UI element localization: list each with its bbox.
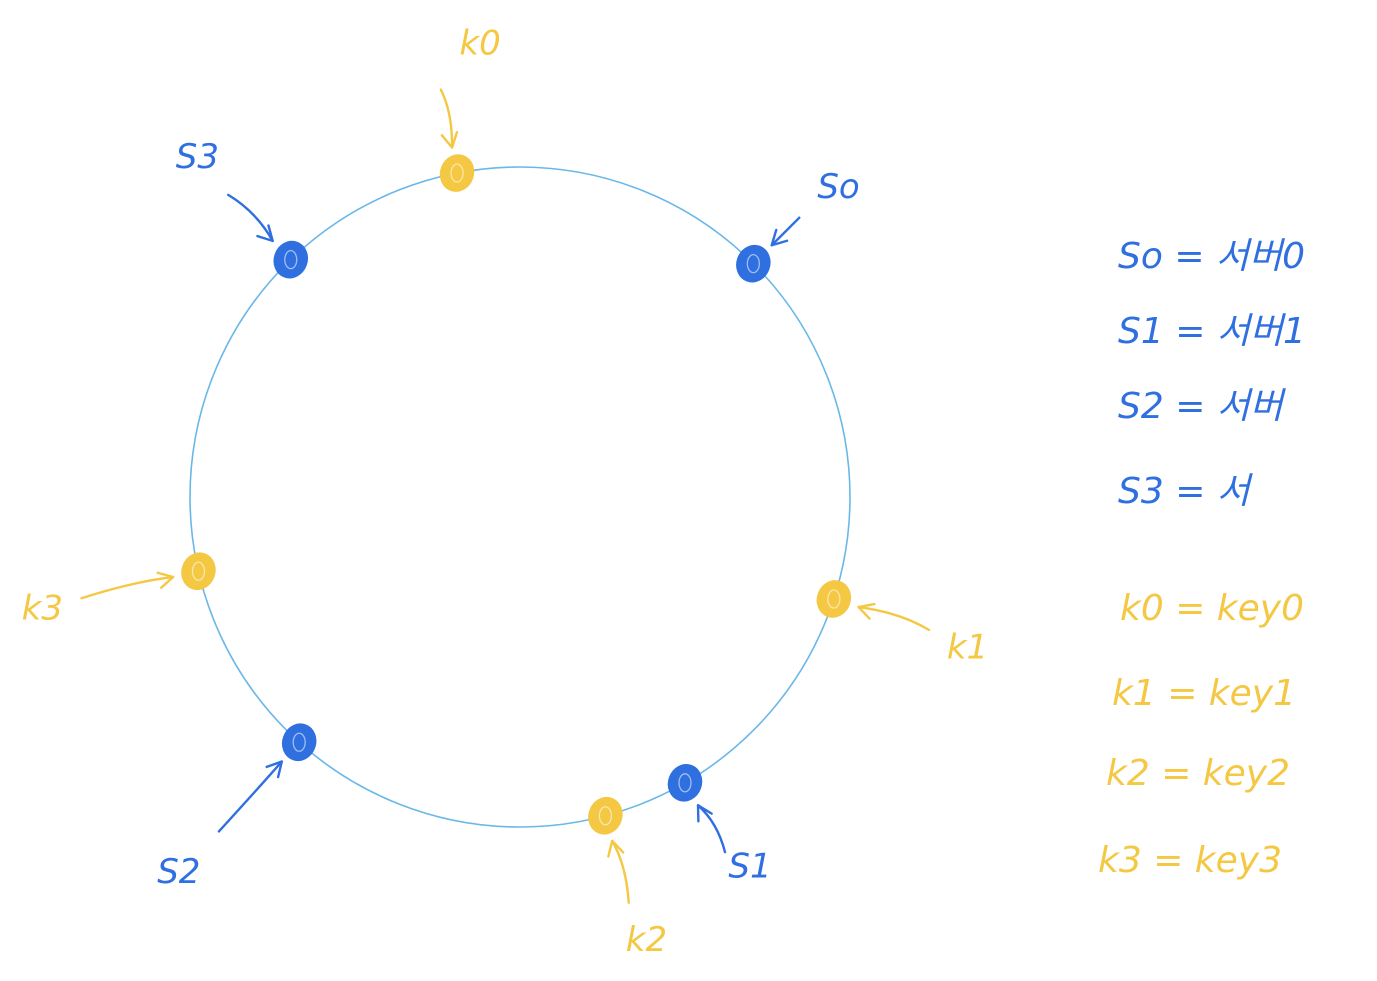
k0-marker-scribble [450,163,464,183]
s0-marker-scribble [746,254,760,274]
s3-label: S3 [176,137,219,177]
k3-marker [181,552,216,591]
legend-key-3: k3 = key3 [1098,840,1282,881]
k2-marker [588,796,623,835]
k2-label: k2 [626,920,667,960]
s3-marker [273,240,309,279]
legend-key-2: k2 = key2 [1106,753,1290,794]
legend-key-0: k0 = key0 [1120,588,1304,629]
s2-arrow-head [265,760,283,779]
s2-marker [281,723,317,762]
s3-arrow-line [227,193,274,243]
k0-arrow-head [440,131,459,149]
s0-arrow-head [770,228,789,247]
k3-label: k3 [22,588,63,628]
k0-marker [439,154,475,192]
s2-label: S2 [157,852,200,892]
k1-label: k1 [947,628,988,668]
k2-marker-scribble [598,806,613,826]
k1-marker-scribble [827,589,841,609]
s1-arrow-head [696,804,713,823]
k2-arrow-line [610,839,630,904]
s2-arrow-line [217,760,283,833]
legend-key-1: k1 = key1 [1112,673,1296,714]
s3-marker-scribble [284,249,298,270]
k0-arrow-line [439,88,454,149]
k1-arrow-head [857,602,876,620]
k2-arrow-head [607,839,625,858]
s2-marker-scribble [292,732,306,752]
legend-server-1: S1 = 서버1 [1118,311,1306,352]
s0-marker [736,244,771,283]
k3-arrow-head [156,571,175,589]
legend-server-2: S2 = 서버 [1118,386,1287,427]
s1-marker-scribble [678,773,692,793]
s1-marker [667,764,703,802]
hash-ring [189,166,851,828]
legend-server-0: So = 서버0 [1118,236,1305,277]
k0-label: k0 [459,24,500,64]
k3-marker-scribble [191,561,206,581]
k1-marker [816,580,852,618]
s0-arrow-line [770,216,801,247]
legend-server-3: S3 = 서 [1118,471,1254,512]
s3-arrow-head [256,224,274,243]
legend-keys: k0 = key0 k1 = key1 k2 = key2 k3 = key3 [1098,588,1304,881]
s1-label: S1 [728,847,771,887]
k3-arrow-line [80,575,175,600]
s0-label: So [817,167,859,207]
k1-arrow-line [857,605,931,632]
legend-servers: So = 서버0 S1 = 서버1 S2 = 서버 S3 = 서 [1118,236,1306,512]
